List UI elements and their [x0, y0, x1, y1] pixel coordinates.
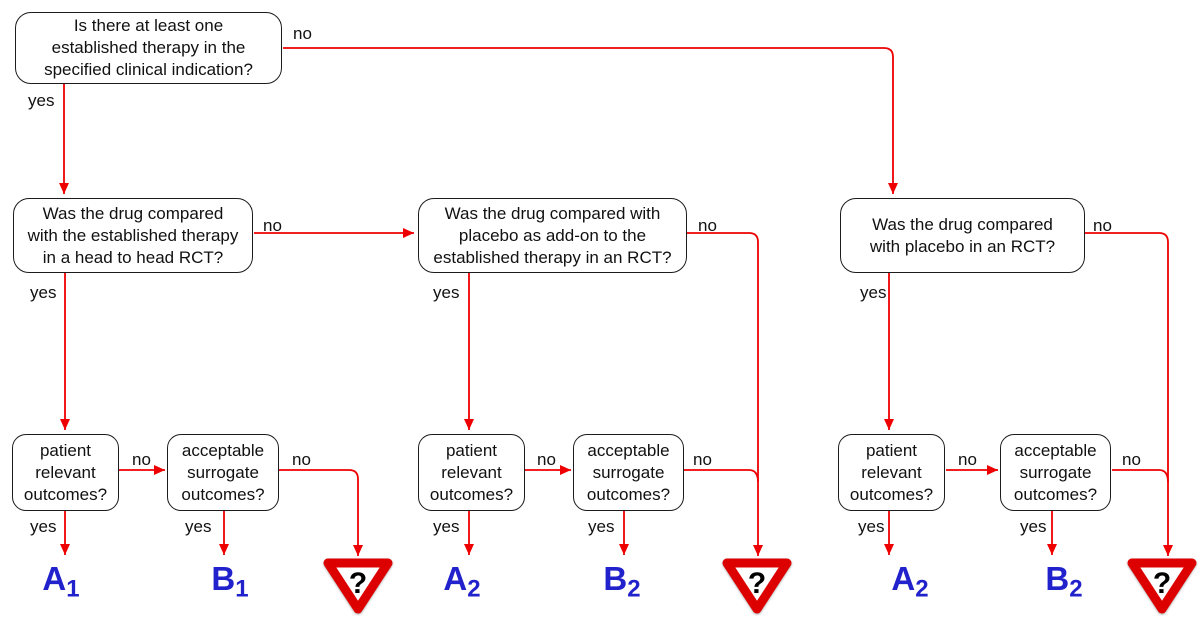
- edge-label-no: no: [132, 450, 151, 469]
- edge-placebo-no: [1085, 232, 1173, 556]
- question-patient-relevant-outcomes-text: patient relevant outcomes?: [23, 440, 108, 504]
- question-acceptable-surrogate-outcomes-text: acceptable surrogate outcomes?: [1013, 440, 1098, 504]
- outcome-label-b1: B1: [211, 560, 248, 609]
- edge-label-no: no: [263, 216, 282, 235]
- warning-triangle-icon: [1127, 558, 1197, 614]
- edge-label-no: no: [693, 450, 712, 469]
- outcome-label-b2: B2: [603, 560, 640, 609]
- edge-addon-no: [687, 232, 763, 556]
- outcome-label-a2-right: A2: [891, 560, 928, 609]
- unknown-benefit-sign-3: ?: [1127, 558, 1197, 614]
- edge-label-no: no: [958, 450, 977, 469]
- outcome-label-b2-right: B2: [1045, 560, 1082, 609]
- edge-label-yes: yes: [858, 517, 885, 536]
- edge-g3-surrogate-no-merge: [1112, 469, 1169, 483]
- question-placebo-rct-text: Was the drug compared with placebo in an…: [869, 214, 1056, 256]
- outcome-letter: A: [891, 560, 916, 597]
- question-placebo-addon-rct: Was the drug compared with placebo as ad…: [418, 198, 687, 273]
- question-mark: ?: [748, 567, 766, 600]
- warning-triangle-icon: [323, 558, 393, 614]
- question-established-therapy: Is there at least one established therap…: [15, 12, 282, 84]
- outcome-letter: B: [1045, 560, 1070, 597]
- outcome-letter: B: [211, 560, 236, 597]
- question-acceptable-surrogate-outcomes-2: acceptable surrogate outcomes?: [573, 434, 684, 511]
- question-patient-relevant-outcomes-1: patient relevant outcomes?: [12, 434, 119, 511]
- question-patient-relevant-outcomes-3: patient relevant outcomes?: [838, 434, 945, 511]
- question-head-to-head-rct-text: Was the drug compared with the establish…: [27, 203, 239, 267]
- edge-label-yes: yes: [588, 517, 615, 536]
- unknown-benefit-sign-2: ?: [722, 558, 792, 614]
- edge-label-no: no: [1122, 450, 1141, 469]
- question-mark: ?: [349, 567, 367, 600]
- question-patient-relevant-outcomes-text: patient relevant outcomes?: [429, 440, 514, 504]
- question-head-to-head-rct: Was the drug compared with the establish…: [13, 198, 253, 273]
- outcome-letter: A: [42, 560, 67, 597]
- question-placebo-rct: Was the drug compared with placebo in an…: [840, 198, 1085, 273]
- question-placebo-addon-rct-text: Was the drug compared with placebo as ad…: [433, 203, 672, 267]
- edge-label-yes: yes: [433, 283, 460, 302]
- outcome-label-a2: A2: [443, 560, 480, 609]
- question-acceptable-surrogate-outcomes-3: acceptable surrogate outcomes?: [1000, 434, 1111, 511]
- edge-top-no: [283, 47, 898, 194]
- unknown-benefit-sign-1: ?: [323, 558, 393, 614]
- edge-label-yes: yes: [30, 283, 57, 302]
- outcome-subscript: 2: [467, 575, 481, 603]
- warning-triangle-icon: [722, 558, 792, 614]
- question-acceptable-surrogate-outcomes-text: acceptable surrogate outcomes?: [181, 440, 265, 504]
- outcome-label-a1: A1: [42, 560, 79, 609]
- question-mark: ?: [1153, 567, 1171, 600]
- edge-label-yes: yes: [28, 91, 55, 110]
- outcome-letter: B: [603, 560, 628, 597]
- outcome-letter: A: [443, 560, 468, 597]
- edge-label-yes: yes: [1020, 517, 1047, 536]
- question-patient-relevant-outcomes-2: patient relevant outcomes?: [418, 434, 525, 511]
- edge-label-no: no: [698, 216, 717, 235]
- edge-label-no: no: [1093, 216, 1112, 235]
- edge-g1-surrogate-no: [279, 469, 363, 556]
- question-patient-relevant-outcomes-text: patient relevant outcomes?: [849, 440, 934, 504]
- edge-label-yes: yes: [860, 283, 887, 302]
- outcome-subscript: 2: [627, 575, 641, 603]
- edge-label-no: no: [292, 450, 311, 469]
- outcome-subscript: 1: [66, 575, 80, 603]
- edge-label-no: no: [293, 24, 312, 43]
- question-acceptable-surrogate-outcomes-text: acceptable surrogate outcomes?: [586, 440, 671, 504]
- question-established-therapy-text: Is there at least one established therap…: [44, 16, 253, 79]
- question-acceptable-surrogate-outcomes-1: acceptable surrogate outcomes?: [167, 434, 279, 511]
- outcome-subscript: 1: [235, 575, 249, 603]
- outcome-subscript: 2: [915, 575, 929, 603]
- edge-label-yes: yes: [30, 517, 57, 536]
- outcome-subscript: 2: [1069, 575, 1083, 603]
- edge-g2-surrogate-no-merge: [684, 469, 759, 483]
- edge-label-yes: yes: [433, 517, 460, 536]
- edge-label-no: no: [537, 450, 556, 469]
- edge-label-yes: yes: [185, 517, 212, 536]
